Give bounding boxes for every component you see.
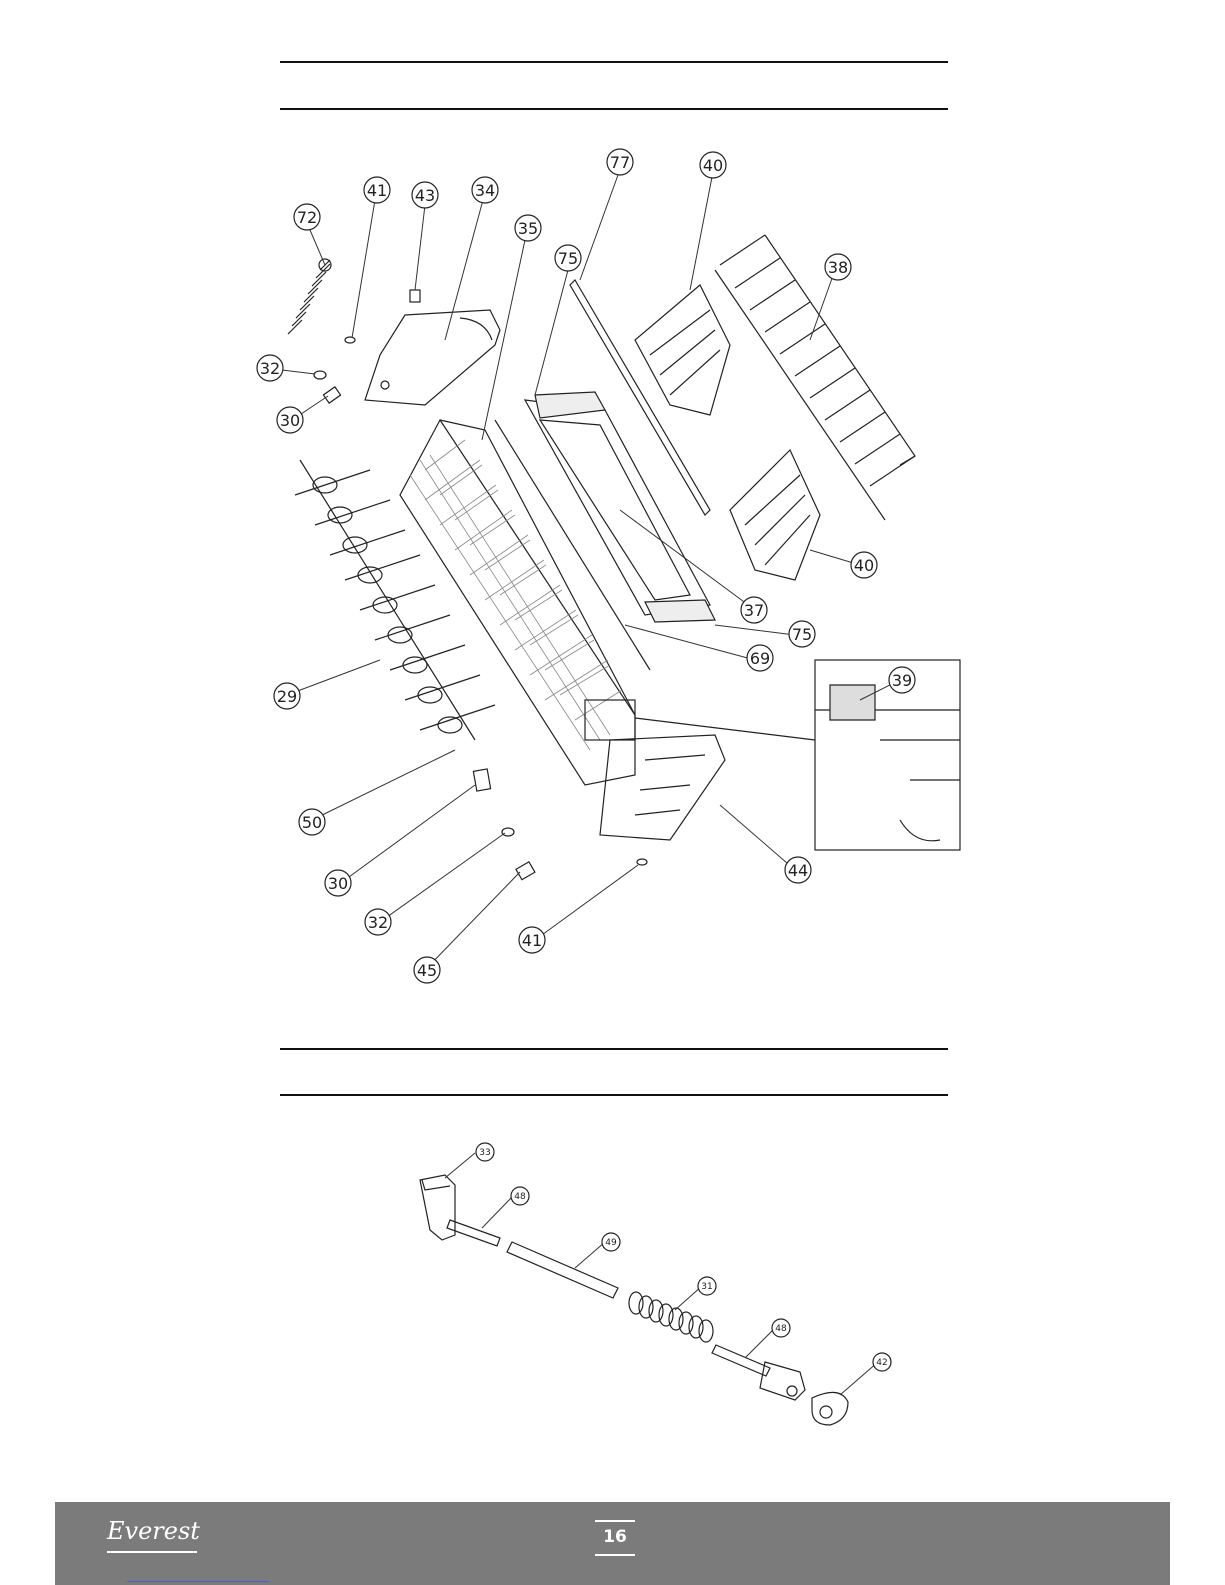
short-rod-part-48-right [712,1345,770,1376]
top-callout-label-30: 30 [328,874,348,893]
bottom-callout-label-42: 42 [876,1358,887,1368]
section-rule-bottom-1 [280,1048,948,1050]
page-footer: Everest 16 [55,1502,1170,1585]
top-callout-label-32: 32 [260,359,280,378]
top-callout-label-44: 44 [788,861,808,880]
section-rule-top-1 [280,61,948,63]
top-callout-label-40: 40 [854,556,874,575]
pad-part-75-lower [645,600,715,622]
top-callout-label-38: 38 [828,258,848,277]
long-tray-part-35 [400,420,635,785]
frame-part-37 [525,400,710,615]
top-callout-label-69: 69 [750,649,770,668]
end-bracket-part [760,1362,805,1400]
top-callout-label-45: 45 [417,961,437,980]
logo-underline [107,1551,197,1553]
bracket-part-40-lower [730,450,820,580]
top-callout-label-35: 35 [518,219,538,238]
footer-link-underline[interactable] [127,1581,269,1582]
comb-part-38 [715,235,915,520]
top-callout-label-29: 29 [277,687,297,706]
pad-part-75-upper [535,392,605,418]
top-callout-label-39: 39 [892,671,912,690]
top-callout-label-37: 37 [744,601,764,620]
bottom-callout-label-48: 48 [514,1192,526,1202]
exploded-parts-diagram-top: 72 41 43 34 35 75 77 40 38 32 30 29 50 30 32 45 41 44 69 75… [250,140,990,1010]
section-rule-bottom-2 [280,1094,948,1096]
top-callout-label-77: 77 [610,153,630,172]
tube-part-49 [507,1242,618,1298]
bottom-callout-label-49: 49 [605,1238,617,1248]
bottom-callout-label-33: 33 [479,1148,490,1158]
top-callout-label-50: 50 [302,813,322,832]
top-callout-label-34: 34 [475,181,495,200]
spring-part-72 [288,259,331,334]
bracket-part-40-upper [635,285,730,415]
cam-part-42 [812,1392,848,1425]
top-callout-label-32: 32 [368,913,388,932]
bottom-callout-label-48: 48 [775,1324,787,1334]
page-number: 16 [595,1520,635,1556]
bracket-part-33 [420,1175,455,1240]
top-callout-label-41: 41 [367,181,387,200]
top-callout-label-75: 75 [792,625,812,644]
bottom-callout-label-31: 31 [701,1282,712,1292]
top-callout-label-72: 72 [297,208,317,227]
exploded-parts-diagram-bottom: 33 48 49 31 48 42 [400,1140,920,1460]
top-callout-label-41: 41 [522,931,542,950]
top-callout-label-40: 40 [703,156,723,175]
spring-part-31 [629,1292,713,1342]
top-callout-label-30: 30 [280,411,300,430]
paddle-shaft-part-29 [295,460,495,740]
rod-part-69 [495,420,650,670]
top-callout-label-43: 43 [415,186,435,205]
top-callout-label-75: 75 [558,249,578,268]
section-rule-top-2 [280,108,948,110]
brand-logo: Everest [107,1514,197,1554]
